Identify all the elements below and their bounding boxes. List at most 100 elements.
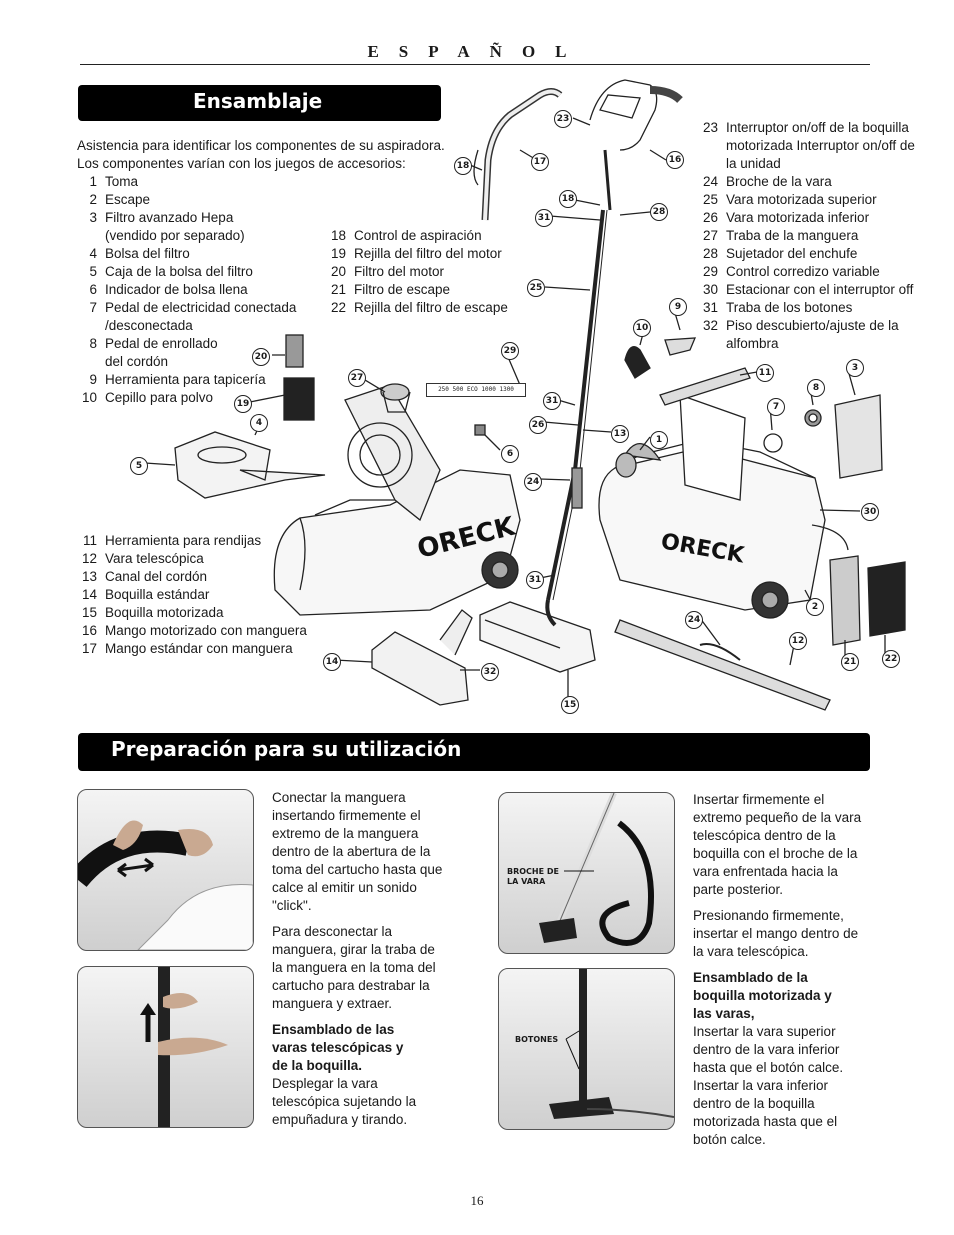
callout-number: 32	[481, 663, 499, 681]
text-line: insertar el mango dentro de	[693, 926, 859, 941]
assembly-title: Ensamblaje	[193, 89, 323, 113]
callout-number: 31	[543, 392, 561, 410]
part-list-item: del cordón	[77, 353, 168, 371]
instruction-paragraph: Presionando firmemente,insertar el mango…	[693, 907, 893, 961]
part-name: Filtro de escape	[354, 282, 451, 297]
part-number: 12	[81, 551, 97, 566]
callout-number: 9	[669, 298, 687, 316]
part-number: 26	[702, 210, 718, 225]
part-number: 31	[702, 300, 718, 315]
part-number: 7	[89, 300, 97, 315]
text-line: Ensamblado de la	[693, 970, 808, 985]
callout-number: 31	[535, 209, 553, 227]
part-name: Estacionar con el interruptor off	[726, 282, 914, 297]
part-number: 19	[330, 246, 346, 261]
part-list-item: 30 Estacionar con el interruptor off	[700, 281, 913, 299]
text-line: la manguera en la toma del	[272, 960, 436, 975]
part-name: Boquilla motorizada	[105, 605, 224, 620]
callout-number: 1	[650, 431, 668, 449]
callout-number: 24	[685, 611, 703, 629]
text-line: parte posterior.	[693, 882, 784, 897]
callout-number: 18	[559, 190, 577, 208]
part-number: 4	[89, 246, 97, 261]
part-number: 24	[702, 174, 718, 189]
part-number: 2	[89, 192, 97, 207]
part-number: 6	[89, 282, 97, 297]
part-name: Control de aspiración	[354, 228, 482, 243]
part-name: Bolsa del filtro	[105, 246, 190, 261]
part-number: 3	[89, 210, 97, 225]
callout-number: 30	[861, 503, 879, 521]
part-name: Control corredizo variable	[726, 264, 880, 279]
part-name: Boquilla estándar	[105, 587, 210, 602]
text-line: Insertar la vara inferior	[693, 1078, 829, 1093]
part-name: Caja de la bolsa del filtro	[105, 264, 253, 279]
text-line: extremo pequeño de la vara	[693, 810, 862, 825]
header-rule	[80, 64, 870, 65]
callout-number: 28	[650, 203, 668, 221]
callout-number: 2	[806, 598, 824, 616]
part-name: Traba de la manguera	[726, 228, 859, 243]
text-line: Desplegar la vara	[272, 1076, 378, 1091]
part-number: 28	[702, 246, 718, 261]
callout-number: 5	[130, 457, 148, 475]
photo-telescopic-wand	[77, 966, 254, 1128]
assembly-intro: Asistencia para identificar los componen…	[77, 137, 457, 173]
part-name: Rejilla del filtro del motor	[354, 246, 502, 261]
part-number: 32	[702, 318, 718, 333]
part-number: 8	[89, 336, 97, 351]
text-line: boquilla motorizada y	[693, 988, 832, 1003]
part-number: 9	[89, 372, 97, 387]
text-line: dentro de la boquilla	[693, 1096, 815, 1111]
text-line: la vara telescópica.	[693, 944, 809, 959]
text-line: las varas,	[693, 1006, 755, 1021]
part-number: 30	[702, 282, 718, 297]
part-name: Pedal de electricidad conectada	[105, 300, 297, 315]
part-list-item: 18 Control de aspiración	[330, 227, 482, 245]
part-list-item: 19 Rejilla del filtro del motor	[330, 245, 502, 263]
instruction-heading: Ensamblado de la boquilla motorizada y las…	[693, 969, 893, 1023]
callout-number: 26	[529, 416, 547, 434]
text-line: empuñadura y tirando.	[272, 1112, 408, 1127]
text-line: de la boquilla.	[272, 1058, 363, 1073]
part-name: Broche de la vara	[726, 174, 832, 189]
part-list-item: motorizada Interruptor on/off de	[700, 137, 915, 155]
part-number: 20	[330, 264, 346, 279]
part-name: Herramienta para tapicería	[105, 372, 266, 387]
exploded-parts-diagram: ORECK ORECK	[144, 79, 906, 711]
callout-number: 7	[767, 398, 785, 416]
intro-line: Asistencia para identificar los componen…	[77, 138, 445, 153]
part-name: Interruptor on/off de la boquilla	[726, 120, 909, 135]
callout-number: 20	[252, 348, 270, 366]
callout-number: 17	[531, 153, 549, 171]
part-name: Herramienta para rendijas	[105, 533, 262, 548]
callout-number: 14	[323, 653, 341, 671]
part-number: 18	[330, 228, 346, 243]
callout-number: 19	[234, 395, 252, 413]
callout-number: 24	[524, 473, 542, 491]
label-line: LA VARA	[507, 877, 546, 886]
part-name: Vara telescópica	[105, 551, 204, 566]
photo-hose-connect	[77, 789, 254, 951]
callout-number: 13	[611, 425, 629, 443]
callout-number: 3	[846, 359, 864, 377]
label-line: BROCHE DE	[507, 867, 559, 876]
